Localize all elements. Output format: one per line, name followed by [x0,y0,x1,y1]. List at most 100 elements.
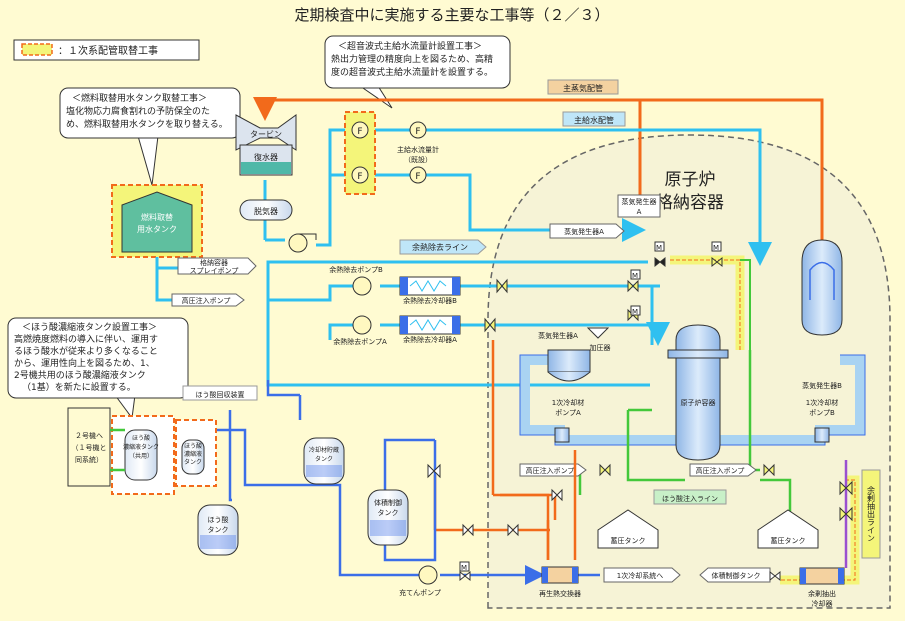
charging-pump: 充てんポンプ [399,565,441,597]
svg-text:M: M [656,244,662,252]
svg-text:脱気器: 脱気器 [254,206,278,216]
svg-text:スプレイポンプ: スプレイポンプ [190,267,239,275]
coolant-storage-tank: 冷却材貯蔵 タンク [303,437,345,485]
svg-text:蒸気発生器: 蒸気発生器 [622,197,657,206]
boric-recovery-label: ほう酸回収装置 [182,385,258,401]
svg-text:度の超音波式主給水流量計を設置する。: 度の超音波式主給水流量計を設置する。 [331,66,493,78]
svg-text:M: M [461,564,467,572]
sg-a-mid-label: 蒸気発生器A [549,223,625,239]
svg-text:高圧注入ポンプ: 高圧注入ポンプ [526,466,575,475]
callout-fuel-tank: ＜燃料取替用水タンク取替工事＞ 塩化物応力腐食割れの予防保全のた め、燃料取替用… [59,87,241,186]
svg-text:余剰抽出ライン: 余剰抽出ライン [867,485,876,542]
svg-text:余熱除去ポンプB: 余熱除去ポンプB [329,265,383,274]
boric-acid-tank: ほう酸 タンク [197,504,239,556]
svg-text:F: F [357,127,362,137]
svg-text:1次冷却材: 1次冷却材 [552,398,584,407]
vct-arrow: 体積制御タンク [699,567,771,583]
svg-text:（既設）: （既設） [404,155,432,164]
containment-label-2: 格納容器 [656,193,724,213]
rhr-cooler-b: 余熱除去冷却器B [399,276,461,305]
svg-text:タンク: タンク [378,508,399,517]
svg-text:余剰抽出: 余剰抽出 [808,589,836,598]
svg-text:タンク: タンク [208,525,229,534]
rhr-lines [266,260,670,387]
svg-text:蒸気発生器A: 蒸気発生器A [564,227,604,236]
svg-text:余熱除去冷却器B: 余熱除去冷却器B [403,296,457,305]
feed-pump [288,233,317,253]
svg-text:高圧注入ポンプ: 高圧注入ポンプ [696,466,745,475]
svg-text:蒸気発生器A: 蒸気発生器A [538,331,578,340]
unit2-box: ２号機へ （１号機と 同系統） [67,407,111,487]
svg-text:1次冷却材: 1次冷却材 [806,398,838,407]
svg-text:タービン: タービン [250,130,282,139]
svg-text:濃縮液タンク: 濃縮液タンク [123,443,159,451]
hp-b-label: 高圧注入ポンプ [689,463,757,477]
main-feed-label: 主給水配管 [562,111,626,127]
svg-text:体積制御: 体積制御 [374,498,402,507]
svg-text:塩化物応力腐食割れの予防保全のた: 塩化物応力腐食割れの予防保全のた [66,105,210,117]
charging-lines [190,380,600,585]
main-steam-line [253,97,824,255]
pressurizer: 加圧器 [586,327,611,352]
reactor-vessel: 原子炉容器 [667,324,729,461]
primary-loop-arrow: 1次冷却系統へ [603,567,681,583]
svg-text:高圧注入ポンプ: 高圧注入ポンプ [182,296,231,305]
accumulator-a: 蓄圧タンク [597,509,659,549]
svg-text:原子炉容器: 原子炉容器 [681,398,716,407]
svg-text:ほう酸: ほう酸 [208,515,229,524]
hp-pump-label: 高圧注入ポンプ [171,293,245,307]
svg-text:余熱除去冷却器A: 余熱除去冷却器A [403,335,457,344]
svg-text:＜燃料取替用水タンク取替工事＞: ＜燃料取替用水タンク取替工事＞ [72,92,207,104]
volume-control-tank: 体積制御 タンク [367,489,409,546]
svg-text:復水器: 復水器 [254,152,278,162]
svg-text:ポンプA: ポンプA [555,409,581,417]
boric-line-label: ほう酸注入ライン [653,489,727,505]
fuel-tank-highlight: 燃料取替 用水タンク [111,184,203,258]
steam-generator-a: 蒸気発生器A [538,331,591,382]
svg-text:2号機共用のほう酸濃縮液タンク: 2号機共用のほう酸濃縮液タンク [14,369,146,381]
svg-text:主蒸気配管: 主蒸気配管 [563,83,603,93]
svg-text:から、運用性向上を図るため、1、: から、運用性向上を図るため、1、 [14,357,155,369]
svg-text:冷却材貯蔵: 冷却材貯蔵 [309,446,339,454]
svg-text:F: F [415,127,420,137]
svg-text:高燃焼度燃料の導入に伴い、運用す: 高燃焼度燃料の導入に伴い、運用す [14,333,158,345]
rhr-cooler-a: 余熱除去冷却器A [399,315,461,344]
sg-a-top-label: 蒸気発生器 A [617,194,661,218]
svg-text:蓄圧タンク: 蓄圧タンク [611,536,646,545]
svg-text:冷却器: 冷却器 [812,599,833,608]
svg-text:余熱除去ライン: 余熱除去ライン [412,242,468,252]
page-title: 定期検査中に実施する主要な工事等（２／３） [294,6,609,24]
svg-text:濃縮液: 濃縮液 [184,450,202,458]
letdown-line-label: 余剰抽出ライン [861,469,881,559]
svg-text:蒸気発生器B: 蒸気発生器B [802,381,842,390]
svg-text:ほう酸: ほう酸 [184,442,202,450]
svg-text:燃料取替: 燃料取替 [141,212,173,222]
svg-text:M: M [632,272,638,280]
svg-text:タンク: タンク [184,458,202,466]
svg-text:余熱除去ポンプA: 余熱除去ポンプA [333,337,387,346]
svg-text:主給水配管: 主給水配管 [574,115,614,125]
existing-flowmeter: F F 主給水流量計 （既設） [397,121,439,184]
svg-text:M: M [632,308,638,316]
motor-valves: M M M M M [459,241,722,572]
svg-text:ほう酸注入ライン: ほう酸注入ライン [662,494,718,503]
letdown-cooler: 余剰抽出 冷却器 [799,567,845,608]
containment-label-1: 原子炉 [665,170,716,190]
svg-text:るほう酸水が従来より多くなること: るほう酸水が従来より多くなること [14,345,158,357]
svg-text:ほう酸: ほう酸 [132,434,150,442]
callout-ultrasonic: ＜超音波式主給水流量計設置工事＞ 熱出力管理の精度向上を図るため、高精 度の超音… [324,35,511,109]
svg-text:F: F [415,172,420,182]
svg-text:主給水流量計: 主給水流量計 [397,145,439,154]
rhr-pump-b: 余熱除去ポンプB [329,265,383,296]
svg-text:M: M [713,244,719,252]
svg-text:（1基）を新たに設置する。: （1基）を新たに設置する。 [22,381,136,393]
callout-boric-tank: ＜ほう酸濃縮液タンク設置工事＞ 高燃焼度燃料の導入に伴い、運用す るほう酸水が従… [7,317,189,420]
small-concentrate-tank: ほう酸 濃縮液 タンク [175,419,217,487]
rcp-b: 1次冷却材 ポンプB [806,398,838,443]
svg-text:め、燃料取替用水タンクを取り替える。: め、燃料取替用水タンクを取り替える。 [66,118,228,130]
accumulator-b: 蓄圧タンク [757,509,819,549]
svg-text:F: F [357,172,362,182]
main-steam-label: 主蒸気配管 [547,79,619,95]
hp-a-label: 高圧注入ポンプ [519,463,587,477]
